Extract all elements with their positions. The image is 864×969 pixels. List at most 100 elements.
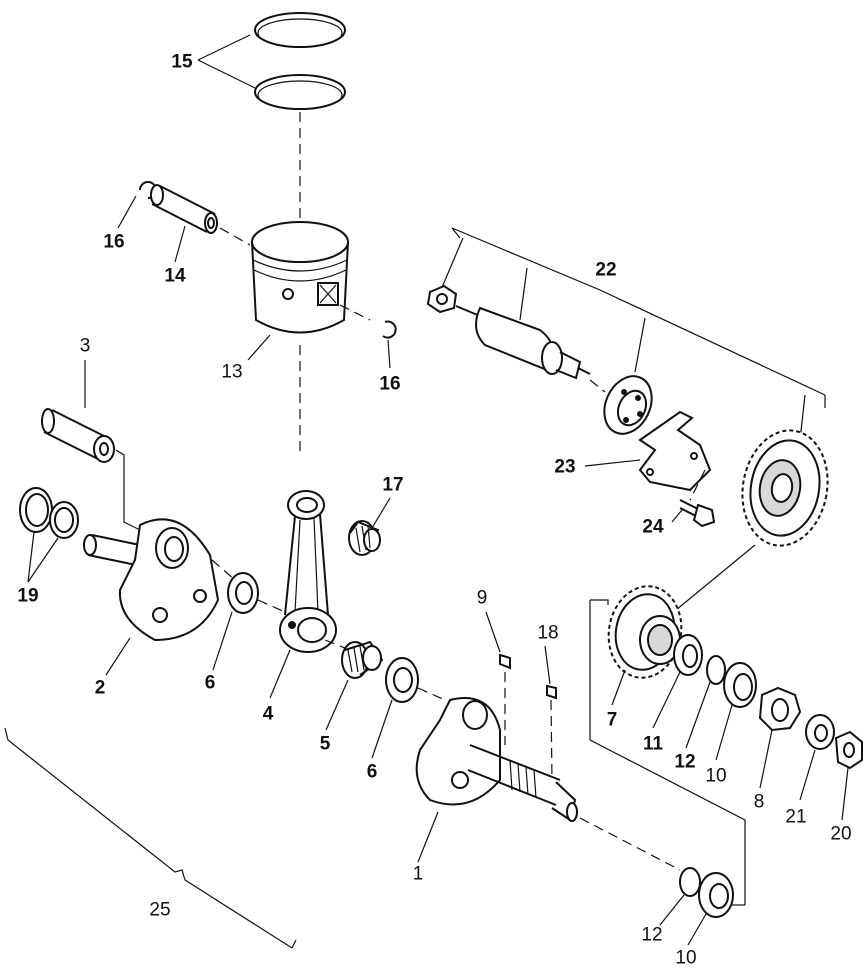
callout-15: 15 [171, 51, 193, 73]
leader-21 [799, 749, 816, 801]
drive-gear-large [741, 429, 829, 547]
axis-crank-right [579, 817, 681, 871]
needle-bearing-big-end [341, 640, 384, 679]
leader-22b [519, 267, 528, 321]
bracket-22-end-a [451, 227, 461, 239]
callout-8: 8 [753, 791, 765, 813]
callout-19: 19 [17, 585, 39, 607]
axis-bearing-3 [115, 449, 151, 536]
leader-6a [212, 611, 233, 671]
leader-19a [27, 531, 35, 583]
leader-12a [685, 681, 711, 749]
thrust-washer-left [227, 572, 259, 614]
leader-24 [671, 509, 683, 523]
axis-circlip [339, 304, 371, 321]
callout-3: 3 [79, 335, 91, 357]
magneto-bearing [603, 375, 653, 435]
crank-half-left [83, 518, 220, 642]
bracket-25-end [291, 939, 297, 949]
leader-22a [439, 237, 464, 293]
leader-10b [687, 913, 707, 946]
callout-24: 24 [642, 516, 664, 538]
callout-12-lower: 12 [641, 924, 663, 946]
circlip-right [382, 320, 397, 339]
piston [251, 221, 349, 334]
axis-pin [219, 227, 251, 246]
callout-25: 25 [149, 899, 171, 921]
leader-16a [117, 195, 137, 229]
leader-18 [544, 645, 551, 685]
axis-bolt [689, 469, 706, 501]
callout-1: 1 [412, 863, 424, 885]
axis-gears [669, 544, 756, 616]
callout-18: 18 [537, 622, 559, 644]
bracket-7-top [590, 599, 609, 605]
leader-20 [841, 767, 849, 821]
bearing-10-upper [723, 662, 757, 708]
leader-6b [371, 699, 393, 759]
leader-9 [485, 611, 501, 653]
callout-9: 9 [476, 587, 488, 609]
callout-4: 4 [262, 703, 274, 725]
callout-14: 14 [164, 265, 186, 287]
leader-14 [174, 225, 186, 263]
callout-12-upper: 12 [674, 751, 696, 773]
callout-2: 2 [94, 677, 106, 699]
seal-19a [19, 487, 53, 533]
axis-crank-left [211, 559, 236, 581]
woodruff-key-18 [546, 684, 557, 700]
leader-15a [197, 34, 251, 61]
seal-19b [49, 501, 79, 539]
leader-5 [325, 679, 349, 731]
callout-10-upper: 10 [705, 765, 727, 787]
leader-1 [417, 811, 439, 863]
bracket-plate [638, 410, 712, 492]
callout-16-right: 16 [379, 373, 401, 395]
leader-10a [715, 704, 733, 761]
piston-ring-upper [254, 12, 346, 48]
leader-8 [759, 729, 773, 789]
callout-21: 21 [785, 806, 807, 828]
callout-5: 5 [319, 733, 331, 755]
callout-23: 23 [554, 456, 576, 478]
callout-17: 17 [382, 474, 404, 496]
leader-19b [27, 537, 59, 583]
needle-bearing-small-end [348, 520, 381, 556]
callout-22: 22 [595, 259, 617, 281]
leader-16b [387, 339, 391, 369]
bearing-10-lower [698, 872, 734, 918]
crank-half-right [415, 697, 578, 822]
callout-16-left: 16 [103, 231, 125, 253]
woodruff-key-9 [499, 653, 511, 670]
leader-4 [269, 649, 291, 699]
callout-20: 20 [830, 823, 852, 845]
leader-11 [652, 671, 681, 729]
callout-6-left: 6 [204, 672, 216, 694]
leader-22c [634, 317, 646, 373]
bracket-7-side [589, 600, 746, 905]
callout-6-right: 6 [366, 761, 378, 783]
leader-2 [105, 637, 131, 676]
thrust-washer-right [385, 657, 419, 703]
drive-gear-medium [607, 585, 683, 679]
bracket-22 [451, 227, 826, 396]
washer-11-hole [682, 644, 698, 668]
axis-washer-right [417, 687, 446, 701]
stator-shaft [455, 305, 591, 380]
leader-17 [371, 497, 391, 529]
castle-nut [758, 686, 802, 732]
callout-11: 11 [642, 733, 664, 755]
axis-key-18 [550, 699, 553, 781]
leader-13 [247, 334, 271, 361]
circlip-12-upper [706, 655, 726, 685]
leader-23 [584, 459, 641, 467]
hex-nut [834, 730, 863, 770]
callout-10-lower: 10 [675, 947, 697, 969]
stator-nut [426, 284, 458, 314]
leader-12b [659, 894, 685, 926]
axis-stator [589, 379, 606, 393]
axis-rod-bearing [324, 639, 346, 649]
callout-7: 7 [606, 709, 618, 731]
